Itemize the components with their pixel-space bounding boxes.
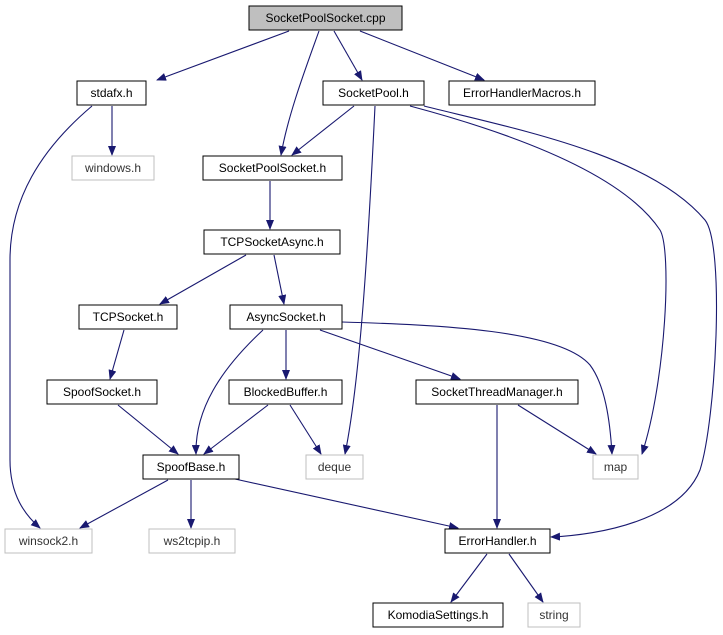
- edge-socketpool-h-to-errorhandler-h: [423, 105, 718, 541]
- node-socketpool-h[interactable]: SocketPool.h: [322, 80, 425, 106]
- edge-tcpsocketasync-h-to-asyncsocket-h: [273, 254, 287, 305]
- node-windows-h-label: windows.h: [84, 161, 141, 175]
- node-komodiasettings-h[interactable]: KomodiaSettings.h: [372, 602, 504, 628]
- node-map-label: map: [604, 460, 628, 474]
- node-tcpsocket-h-label: TCPSocket.h: [93, 310, 164, 324]
- edge-tcpsocketasync-h-to-tcpsocket-h: [159, 254, 247, 305]
- node-errorhandlermacros-h-label: ErrorHandlerMacros.h: [463, 86, 581, 100]
- edge-socketpoolsocket-cpp-to-socketpool-h: [333, 30, 363, 81]
- node-asyncsocket-h[interactable]: AsyncSocket.h: [229, 304, 343, 330]
- edge-asyncsocket-h-to-map: [341, 321, 616, 455]
- node-stdafx-h-label: stdafx.h: [90, 86, 132, 100]
- edge-spoofsocket-h-to-spoofbase-h: [117, 404, 179, 455]
- edge-socketthreadmanager-h-to-map: [517, 404, 597, 455]
- node-string-label: string: [539, 608, 568, 622]
- edge-errorhandler-h-to-komodiasettings-h: [450, 553, 488, 603]
- node-socketthreadmanager-h-label: SocketThreadManager.h: [431, 385, 562, 399]
- node-tcpsocketasync-h-label: TCPSocketAsync.h: [220, 235, 323, 249]
- node-deque[interactable]: deque: [305, 454, 364, 480]
- edges-layer: [9, 30, 718, 603]
- node-asyncsocket-h-label: AsyncSocket.h: [246, 310, 325, 324]
- edge-socketpool-h-to-socketpoolsocket-h: [291, 105, 355, 156]
- node-komodiasettings-h-label: KomodiaSettings.h: [388, 608, 489, 622]
- edge-socketpool-h-to-map: [409, 105, 667, 455]
- node-socketthreadmanager-h[interactable]: SocketThreadManager.h: [415, 379, 579, 405]
- node-blockedbuffer-h-label: BlockedBuffer.h: [244, 385, 328, 399]
- node-ws2tcpip-h-label: ws2tcpip.h: [163, 534, 221, 548]
- node-blockedbuffer-h[interactable]: BlockedBuffer.h: [228, 379, 343, 405]
- edge-blockedbuffer-h-to-spoofbase-h: [203, 404, 269, 455]
- node-spoofbase-h[interactable]: SpoofBase.h: [142, 454, 240, 480]
- edge-socketpoolsocket-cpp-to-stdafx-h: [156, 30, 290, 81]
- node-winsock2-h-label: winsock2.h: [18, 534, 78, 548]
- node-socketpoolsocket-cpp-label: SocketPoolSocket.cpp: [265, 11, 385, 25]
- edge-socketpoolsocket-cpp-to-errorhandlermacros-h: [359, 30, 485, 81]
- node-tcpsocket-h[interactable]: TCPSocket.h: [78, 304, 178, 330]
- node-spoofbase-h-label: SpoofBase.h: [157, 460, 226, 474]
- edge-socketpoolsocket-cpp-to-socketpoolsocket-h: [278, 30, 320, 156]
- node-windows-h[interactable]: windows.h: [71, 155, 155, 181]
- node-socketpoolsocket-cpp[interactable]: SocketPoolSocket.cpp: [248, 5, 403, 31]
- edge-asyncsocket-h-to-socketthreadmanager-h: [319, 329, 461, 380]
- node-spoofsocket-h[interactable]: SpoofSocket.h: [46, 379, 158, 405]
- edge-blockedbuffer-h-to-deque: [289, 404, 322, 455]
- node-tcpsocketasync-h[interactable]: TCPSocketAsync.h: [203, 229, 341, 255]
- node-errorhandler-h[interactable]: ErrorHandler.h: [444, 528, 551, 554]
- edge-spoofbase-h-to-errorhandler-h: [234, 478, 459, 530]
- nodes-layer: SocketPoolSocket.cpp stdafx.h SocketPool…: [4, 5, 639, 628]
- edge-socketpool-h-to-deque: [342, 105, 376, 455]
- node-string[interactable]: string: [527, 602, 581, 628]
- node-winsock2-h[interactable]: winsock2.h: [4, 528, 93, 554]
- edge-stdafx-h-to-winsock2-h: [9, 105, 93, 529]
- edge-errorhandler-h-to-string: [508, 553, 544, 603]
- node-spoofsocket-h-label: SpoofSocket.h: [63, 385, 141, 399]
- node-errorhandler-h-label: ErrorHandler.h: [458, 534, 536, 548]
- node-deque-label: deque: [318, 460, 352, 474]
- node-errorhandlermacros-h[interactable]: ErrorHandlerMacros.h: [448, 80, 596, 106]
- node-map[interactable]: map: [592, 454, 639, 480]
- node-socketpoolsocket-h[interactable]: SocketPoolSocket.h: [202, 155, 343, 181]
- edge-asyncsocket-h-to-spoofbase-h: [191, 329, 264, 455]
- node-stdafx-h[interactable]: stdafx.h: [76, 80, 147, 106]
- edge-spoofbase-h-to-winsock2-h: [79, 479, 169, 529]
- edge-tcpsocket-h-to-spoofsocket-h: [108, 329, 125, 380]
- node-ws2tcpip-h[interactable]: ws2tcpip.h: [148, 528, 236, 554]
- node-socketpool-h-label: SocketPool.h: [338, 86, 409, 100]
- node-socketpoolsocket-h-label: SocketPoolSocket.h: [219, 161, 326, 175]
